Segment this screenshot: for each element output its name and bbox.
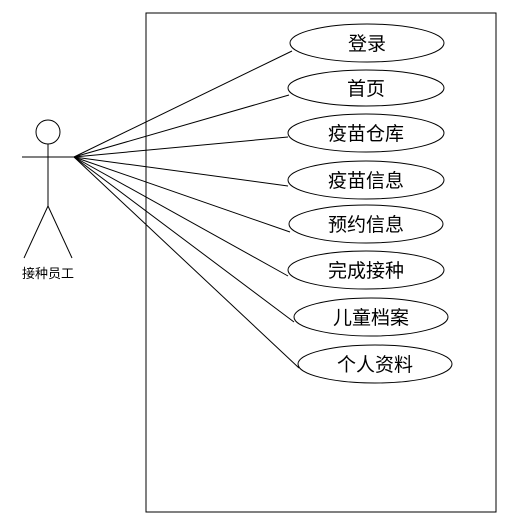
actor-figure: [22, 119, 74, 259]
use-case-ellipse: [289, 23, 445, 63]
use-case-label: 儿童档案: [333, 307, 409, 329]
association-line: [73, 156, 291, 233]
actor-label: 接种员工: [22, 266, 74, 282]
use-case-ellipse: [293, 297, 449, 337]
use-case-ellipse: [287, 113, 445, 153]
use-case-personal-profile: 个人资料: [297, 344, 453, 384]
association-line: [73, 136, 289, 158]
use-case-ellipse: [297, 344, 453, 384]
use-case-ellipse: [287, 250, 445, 290]
use-case-vaccine-warehouse: 疫苗仓库: [287, 113, 445, 153]
use-case-complete-vaccination: 完成接种: [287, 250, 445, 290]
use-case-label: 疫苗信息: [328, 170, 404, 192]
actor-head: [35, 119, 61, 145]
use-case-label: 完成接种: [328, 260, 404, 282]
association-line: [73, 156, 300, 369]
use-case-label: 登录: [348, 33, 386, 55]
use-case-ellipse: [288, 204, 444, 244]
use-case-appointment-info: 预约信息: [288, 204, 444, 244]
actor-left-leg: [23, 205, 49, 259]
use-case-label: 预约信息: [328, 214, 404, 236]
system-boundary: [145, 12, 497, 513]
association-line: [73, 156, 295, 323]
use-case-child-records: 儿童档案: [293, 297, 449, 337]
use-case-ellipse: [287, 69, 445, 107]
association-line: [73, 156, 289, 187]
use-case-ellipse: [287, 160, 445, 200]
use-case-home: 首页: [287, 69, 445, 107]
use-case-vaccine-info: 疫苗信息: [287, 160, 445, 200]
use-case-label: 个人资料: [337, 354, 413, 376]
actor-right-leg: [47, 205, 73, 259]
association-line: [73, 94, 290, 158]
associations: [73, 50, 300, 369]
use-case-login: 登录: [289, 23, 445, 63]
use-case-label: 首页: [347, 78, 385, 100]
use-case-label: 疫苗仓库: [328, 123, 404, 145]
association-line: [73, 50, 293, 158]
association-line: [73, 156, 289, 277]
